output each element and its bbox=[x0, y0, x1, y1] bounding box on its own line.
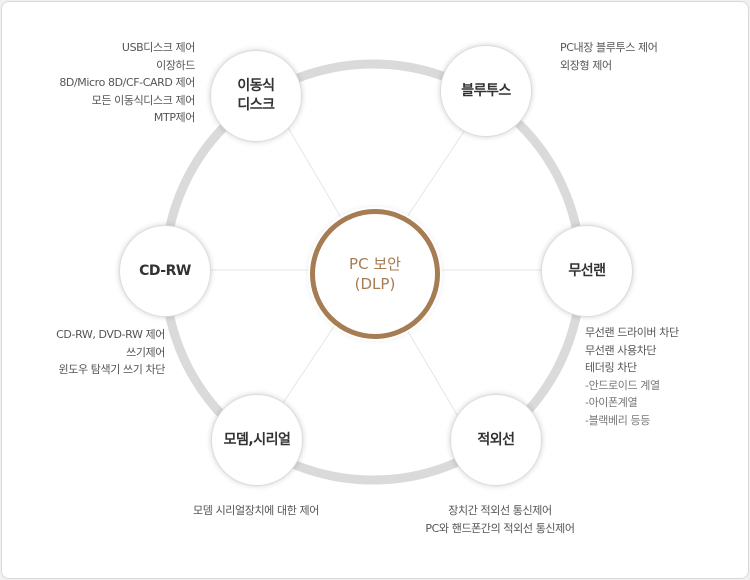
desc-line: MTP제어 bbox=[153, 111, 195, 124]
node-modem-serial: 모뎀,시리얼 bbox=[211, 394, 303, 486]
desc-line: PC와 핸드폰간의 적외선 통신제어 bbox=[425, 521, 575, 535]
desc-cd-rw: CD-RW, DVD-RW 제어 쓰기제어 윈도우 탐색기 쓰기 차단 bbox=[56, 326, 165, 379]
desc-removable-disk: USB디스크 제어 이장하드 8D/Micro 8D/CF-CARD 제어 모든… bbox=[59, 39, 195, 127]
desc-line: 이장하드 bbox=[156, 58, 195, 72]
desc-subline: -블랙베리 등등 bbox=[585, 413, 650, 427]
desc-line: 모뎀 시리얼장치에 대한 제어 bbox=[193, 504, 319, 517]
node-cd-rw: CD-RW bbox=[119, 225, 211, 317]
center-node-dlp: PC 보안 (DLP) bbox=[310, 209, 440, 339]
desc-line: 무선랜 사용차단 bbox=[585, 343, 657, 357]
node-infrared: 적외선 bbox=[450, 394, 542, 486]
desc-line: CD-RW, DVD-RW 제어 bbox=[56, 328, 165, 341]
desc-bluetooth: PC내장 블루투스 제어 외장형 제어 bbox=[560, 39, 658, 74]
desc-subline: -안드로이드 계열 bbox=[585, 378, 660, 392]
desc-line: 장치간 적외선 통신제어 bbox=[448, 504, 552, 517]
desc-line: USB디스크 제어 bbox=[121, 41, 195, 54]
desc-infrared: 장치간 적외선 통신제어 PC와 핸드폰간의 적외선 통신제어 bbox=[395, 502, 605, 537]
desc-line: 윈도우 탐색기 쓰기 차단 bbox=[58, 363, 166, 376]
node-wireless-lan: 무선랜 bbox=[541, 225, 633, 317]
desc-wireless-lan: 무선랜 드라이버 차단 무선랜 사용차단 테더링 차단 -안드로이드 계열 -아… bbox=[585, 324, 679, 429]
desc-subline: -아이폰계열 bbox=[585, 396, 638, 409]
desc-line: 쓰기제어 bbox=[126, 345, 165, 359]
desc-modem-serial: 모뎀 시리얼장치에 대한 제어 bbox=[166, 502, 346, 520]
desc-line: 외장형 제어 bbox=[560, 58, 612, 72]
node-bluetooth: 블루투스 bbox=[440, 45, 532, 137]
desc-line: 모든 이동식디스크 제어 bbox=[91, 93, 196, 107]
node-removable-disk: 이동식 디스크 bbox=[210, 50, 302, 142]
desc-line: PC내장 블루투스 제어 bbox=[560, 41, 658, 54]
desc-line: 무선랜 드라이버 차단 bbox=[585, 326, 679, 339]
desc-line: 8D/Micro 8D/CF-CARD 제어 bbox=[59, 76, 195, 89]
desc-line: 테더링 차단 bbox=[585, 361, 637, 374]
